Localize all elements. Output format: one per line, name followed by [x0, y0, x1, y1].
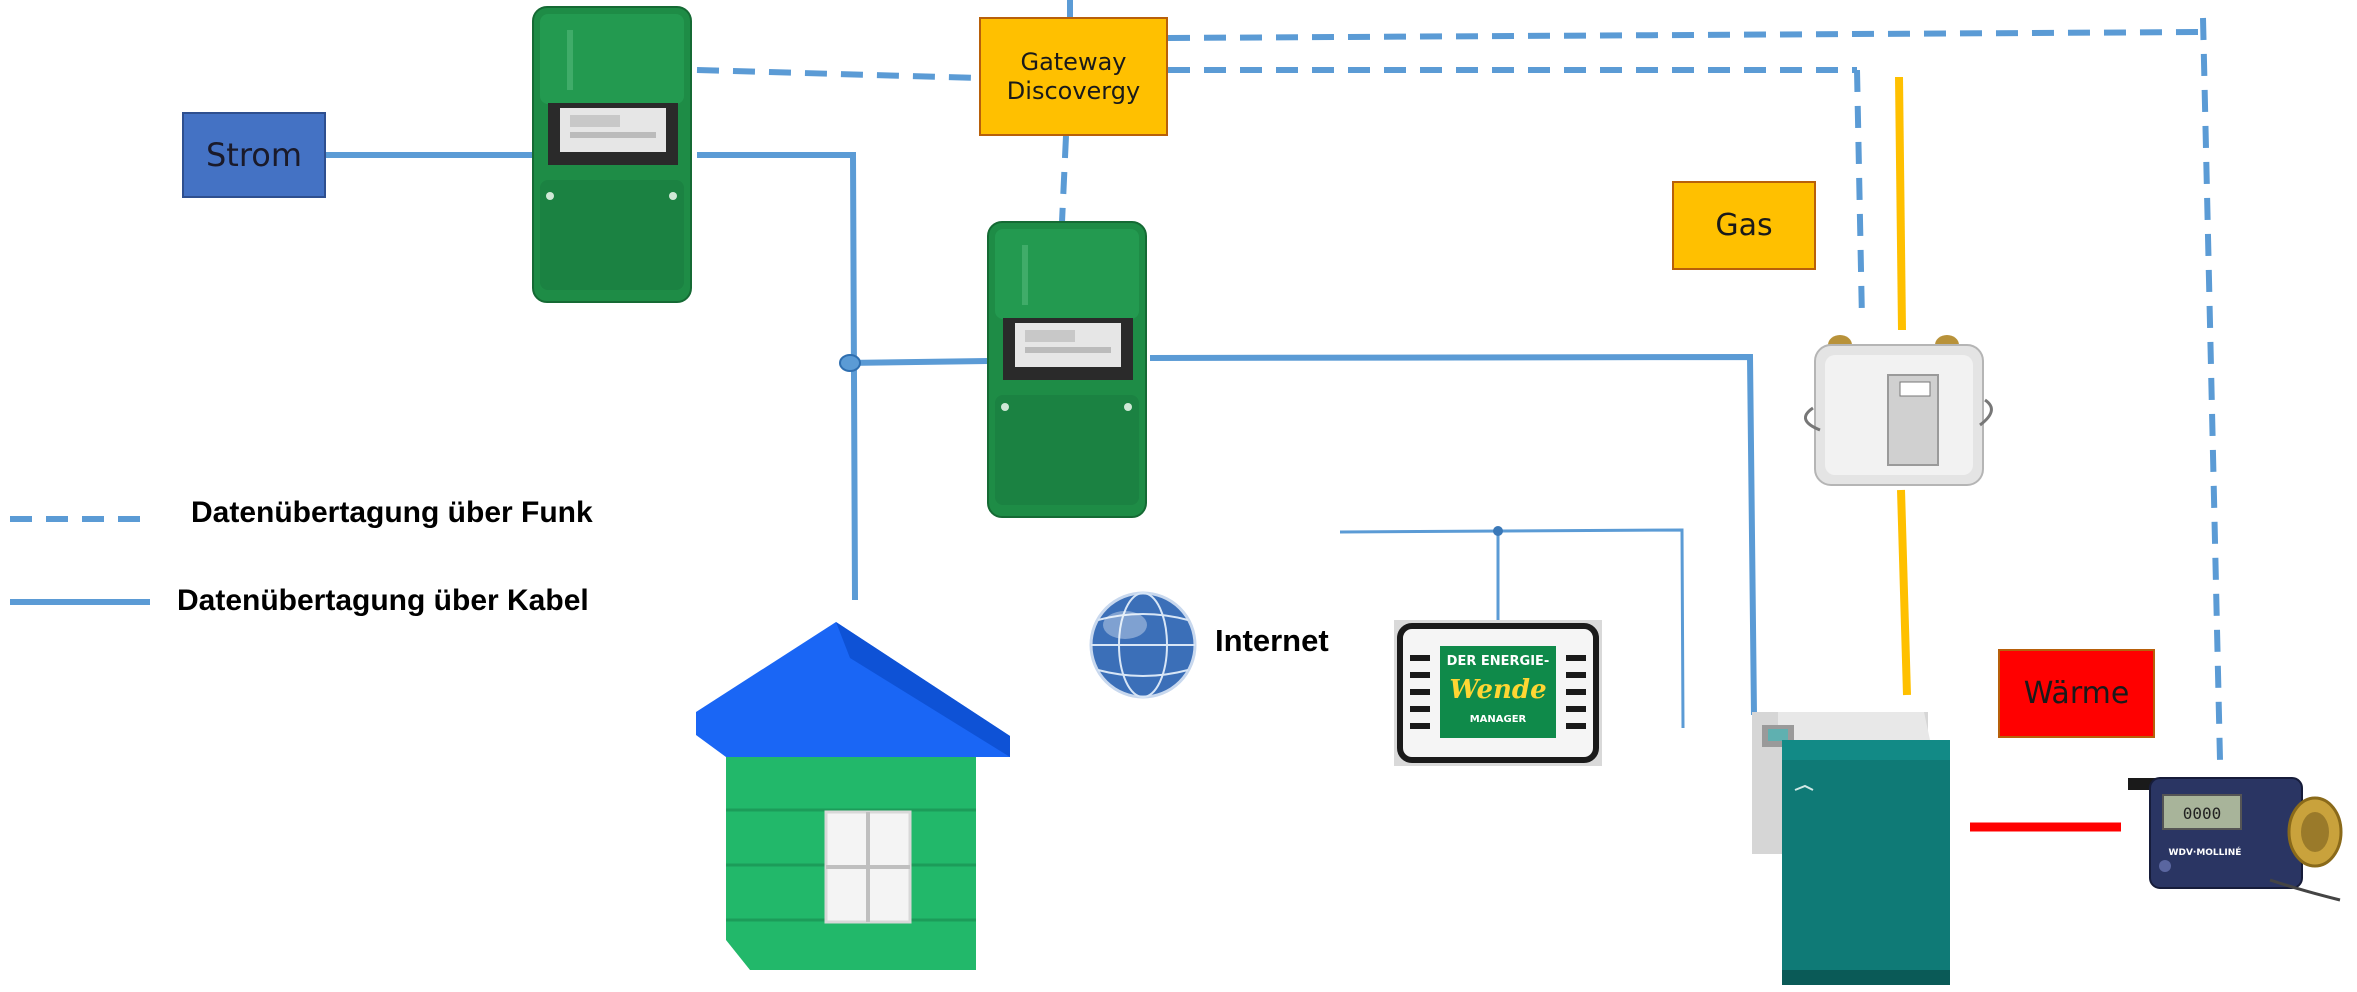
gas-line-bottom — [1897, 489, 1911, 696]
gateway-gas-link-v — [1854, 69, 1865, 321]
electricity-meter-icon — [532, 6, 692, 303]
cable-connections — [10, 152, 1757, 716]
internet-cable — [1339, 528, 1685, 729]
waerme-label: Wärme — [2023, 676, 2130, 711]
gateway-meter2-link — [1059, 135, 1069, 223]
meter2-boiler-cable — [1149, 353, 1757, 716]
gateway-box-fill — [979, 17, 1168, 136]
boiler-icon — [1752, 712, 1950, 985]
waerme-box: Wärme — [1998, 649, 2155, 738]
energy-manager-line1: DER ENERGIE- — [1447, 654, 1550, 669]
gas-lines — [1895, 76, 1911, 696]
strom-label: Strom — [205, 136, 303, 174]
globe-icon — [1089, 591, 1197, 699]
gas-label: Gas — [1715, 208, 1773, 243]
internet-label: Internet — [1215, 623, 1329, 658]
meter1-house-cable — [697, 152, 858, 601]
gas-line-top — [1895, 76, 1906, 331]
gas-meter-icon — [1804, 335, 1993, 486]
legend-kabel-label: Datenübertagung über Kabel — [177, 584, 589, 617]
gas-box: Gas — [1672, 181, 1816, 270]
gateway-label: Gateway Discovergy — [1006, 47, 1141, 105]
heat-meter-display: 0000 — [2183, 804, 2222, 823]
gateway-box: Gateway Discovergy — [979, 17, 1168, 136]
gas-box-fill — [1672, 181, 1816, 270]
strom-box-fill — [182, 112, 326, 198]
gateway-heatmeter-link-h — [1167, 29, 2204, 41]
waerme-box-fill — [1998, 649, 2155, 738]
energy-manager-line3: MANAGER — [1470, 714, 1527, 725]
junction-dot — [839, 354, 861, 372]
internet-connections — [1339, 528, 1685, 729]
energy-manager-icon: DER ENERGIE- Wende MANAGER — [1394, 620, 1602, 766]
gateway-heatmeter-link-v — [2200, 17, 2223, 761]
wireless-connections — [10, 0, 2223, 761]
junction-dot-small — [1493, 526, 1503, 536]
house-icon — [696, 622, 1010, 970]
legend-funk-label: Datenübertagung über Funk — [191, 496, 593, 529]
junction-meter2-cable — [844, 358, 989, 366]
energy-manager-line2: Wende — [1449, 675, 1546, 705]
strom-box: Strom — [182, 112, 326, 198]
heat-meter-brand: WDV·MOLLINÉ — [2169, 846, 2242, 858]
heat-meter-icon: 0000 WDV·MOLLINÉ — [2128, 777, 2343, 902]
electricity-meter-icon — [987, 221, 1147, 518]
gateway-meter1-link — [696, 67, 980, 81]
